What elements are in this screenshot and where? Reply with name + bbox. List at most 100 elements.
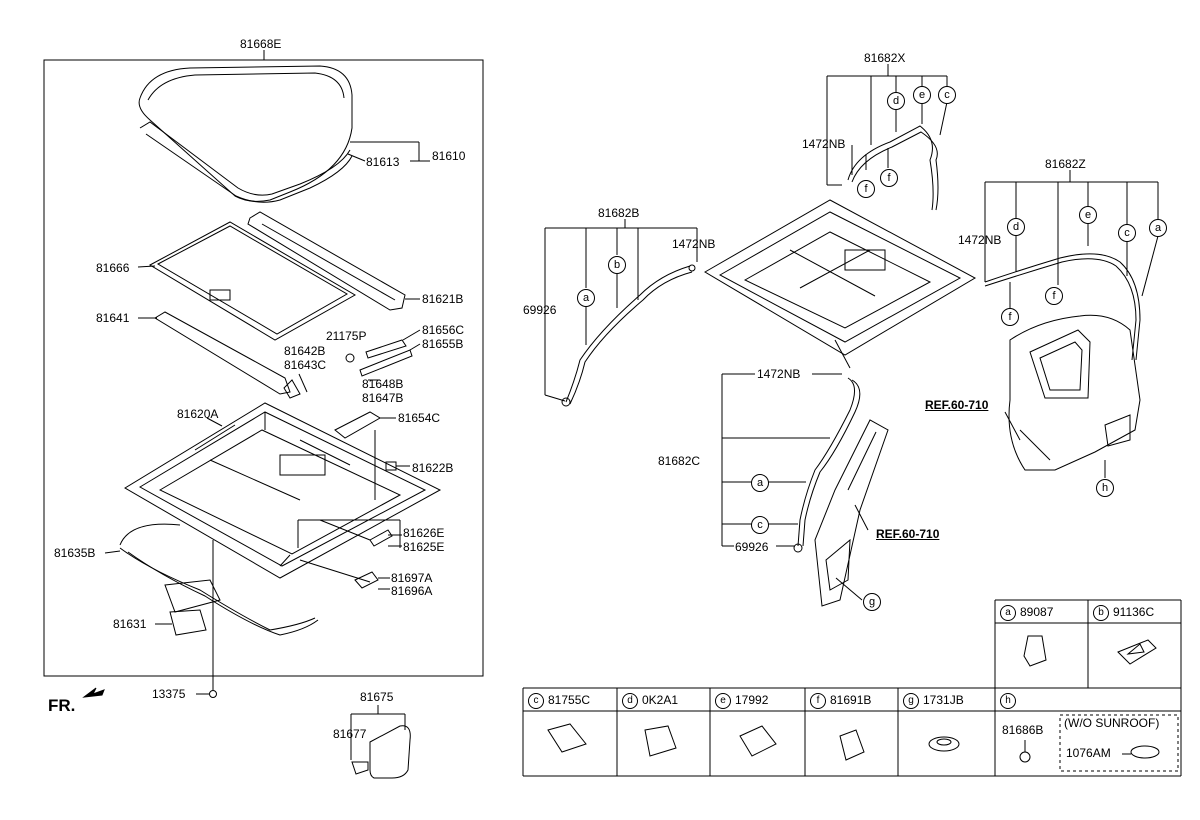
legend-d-letter: d (622, 693, 638, 709)
legend-e-letter: e (715, 693, 731, 709)
roof-frame-center (704, 199, 977, 369)
pillar (814, 419, 889, 607)
deflector (247, 211, 406, 311)
legend-c-letter: c (528, 693, 544, 709)
legend-a-part: 89087 (1020, 605, 1054, 620)
legend-h-note-part: 1076AM (1066, 746, 1111, 760)
callout-f-z1: f (1001, 308, 1019, 326)
label-81625e: 81625E (403, 540, 445, 554)
sunroof-frame (124, 402, 442, 579)
cover-plate (369, 725, 411, 779)
legend-a: a 89087 (1000, 605, 1053, 621)
rear-body (1008, 314, 1141, 478)
label-1472nb-z: 1472NB (958, 233, 1002, 247)
label-1472nb-c: 1472NB (757, 367, 801, 381)
callout-c-z: c (1118, 224, 1136, 242)
glass-panel (138, 65, 353, 202)
label-13375: 13375 (152, 687, 186, 701)
label-81666: 81666 (96, 261, 130, 275)
label-81654c: 81654C (398, 411, 441, 425)
hose-81682c (721, 373, 861, 553)
glass-seal (139, 121, 353, 203)
hose-81682z (984, 170, 1159, 361)
label-81682b: 81682B (598, 206, 640, 220)
label-81620a: 81620A (177, 407, 219, 421)
callout-d-z: d (1007, 218, 1025, 236)
callout-a-c: a (751, 474, 769, 492)
callout-f-x1: f (857, 180, 875, 198)
label-81675: 81675 (360, 690, 394, 704)
legend-e: e 17992 (715, 693, 768, 709)
callout-e-z: e (1079, 206, 1097, 224)
label-81655b: 81655B (422, 337, 464, 351)
label-81610: 81610 (432, 149, 466, 163)
label-81642b: 81642B (284, 344, 326, 358)
callout-a-b: a (577, 289, 595, 307)
label-81631: 81631 (113, 617, 147, 631)
legend-h-part: 81686B (1002, 723, 1044, 737)
callout-a-z: a (1149, 219, 1167, 237)
sunshade (148, 221, 357, 341)
legend-h-note: (W/O SUNROOF) (1064, 716, 1160, 730)
label-81647b: 81647B (362, 391, 404, 405)
label-81656c: 81656C (422, 323, 465, 337)
label-81648b: 81648B (362, 377, 404, 391)
legend-d-part: 0K2A1 (642, 693, 679, 708)
legend-f-letter: f (810, 693, 826, 709)
callout-g: g (863, 593, 881, 611)
label-81677: 81677 (333, 727, 367, 741)
legend-b: b 91136C (1093, 605, 1154, 621)
legend-c-part: 81755C (548, 693, 591, 708)
legend-b-letter: b (1093, 605, 1109, 621)
legend-e-part: 17992 (735, 693, 769, 708)
legend-b-part: 91136C (1113, 605, 1155, 620)
label-1472nb-b: 1472NB (672, 237, 716, 251)
label-81682x: 81682X (864, 51, 906, 65)
label-81697a: 81697A (391, 571, 433, 585)
label-69926-c: 69926 (735, 540, 769, 554)
ref-label-2[interactable]: REF.60-710 (876, 527, 940, 541)
clip-89087-icon (1023, 635, 1047, 667)
motor (164, 579, 221, 636)
ref-label-1[interactable]: REF.60-710 (925, 398, 989, 412)
legend-g-part: 1731JB (923, 693, 964, 708)
label-81641: 81641 (96, 311, 130, 325)
callout-f-z2: f (1045, 287, 1063, 305)
legend-a-letter: a (1000, 605, 1016, 621)
legend-g: g 1731JB (903, 693, 964, 709)
legend-f: f 81691B (810, 693, 871, 709)
label-81682c: 81682C (658, 454, 701, 468)
label-81668e: 81668E (240, 37, 282, 51)
legend-h: h (1000, 693, 1020, 709)
label-81622b: 81622B (412, 461, 454, 475)
legend-g-letter: g (903, 693, 919, 709)
label-21175p: 21175P (326, 329, 367, 343)
front-marker: FR. (48, 696, 76, 715)
callout-d-x: d (887, 92, 905, 110)
label-1472nb-x: 1472NB (802, 137, 846, 151)
label-81621b: 81621B (422, 292, 464, 306)
label-81643c: 81643C (284, 358, 327, 372)
drive-cable-front (119, 523, 181, 546)
legend-h-letter: h (1000, 693, 1016, 709)
label-81626e: 81626E (403, 526, 445, 540)
label-81682z: 81682Z (1045, 157, 1086, 171)
legend-d: d 0K2A1 (622, 693, 678, 709)
label-69926-b: 69926 (523, 303, 557, 317)
callout-e-x: e (913, 86, 931, 104)
callout-c-x: c (938, 86, 956, 104)
trim-strip (154, 311, 291, 395)
label-81613: 81613 (366, 155, 400, 169)
label-81635b: 81635B (54, 546, 96, 560)
label-81696a: 81696A (391, 584, 433, 598)
callout-b-b: b (608, 256, 626, 274)
callout-c-c: c (751, 516, 769, 534)
hose-81682b (544, 219, 698, 407)
hose-81682x (826, 64, 948, 211)
legend-c: c 81755C (528, 693, 590, 709)
callout-f-x2: f (880, 169, 898, 187)
legend-grid (522, 599, 1182, 777)
callout-h: h (1096, 479, 1114, 497)
legend-f-part: 81691B (830, 693, 872, 708)
